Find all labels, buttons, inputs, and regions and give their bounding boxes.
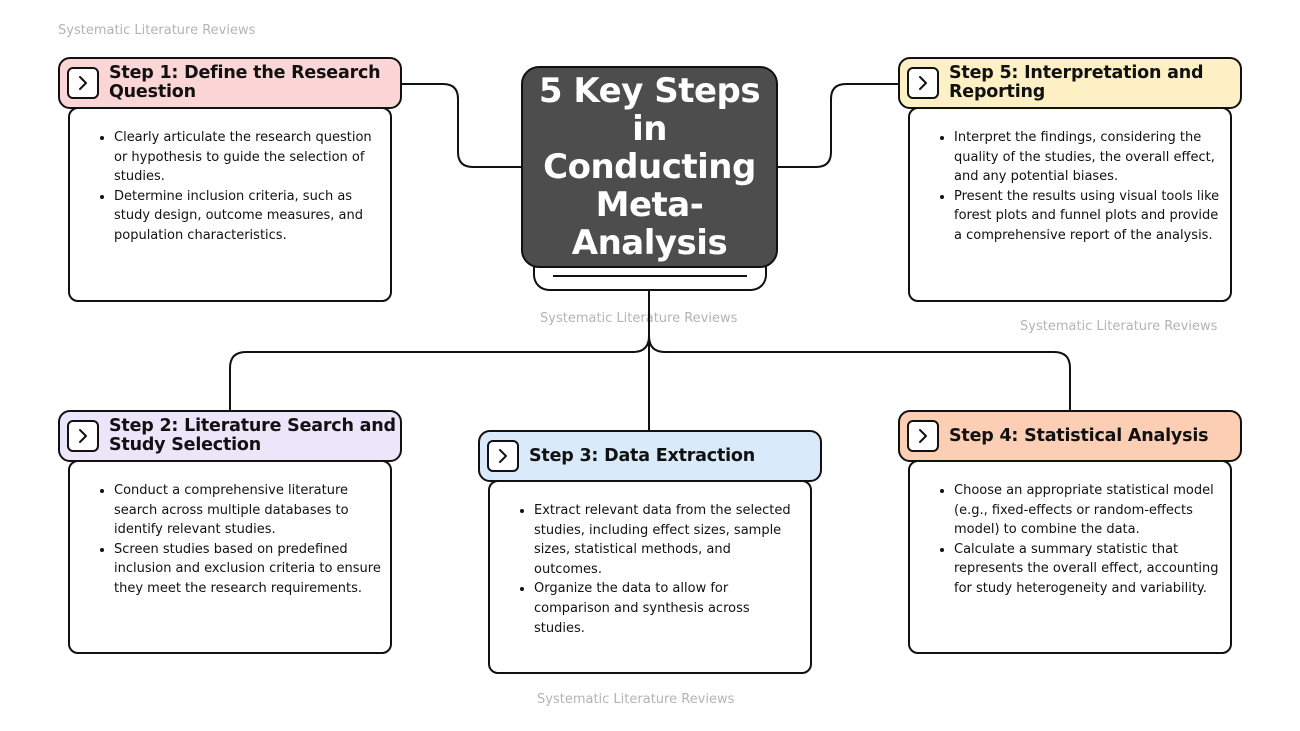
step-4-card: Step 4: Statistical Analysis Choose an a… <box>898 410 1242 654</box>
step-4-title: Step 4: Statistical Analysis <box>949 425 1209 446</box>
step-2-bullets: Conduct a comprehensive literature searc… <box>74 481 382 599</box>
step-2-bullet-1: Conduct a comprehensive literature searc… <box>114 481 382 540</box>
step-5-body: Interpret the findings, considering the … <box>908 107 1232 302</box>
watermark-top-left: Systematic Literature Reviews <box>58 23 256 38</box>
watermark-center: Systematic Literature Reviews <box>540 311 738 326</box>
step-3-title: Step 3: Data Extraction <box>529 445 755 466</box>
center-title-block: 5 Key Steps in Conducting Meta-Analysis <box>521 66 778 292</box>
step-1-card: Step 1: Define the Research Question Cle… <box>58 57 402 302</box>
step-3-body: Extract relevant data from the selected … <box>488 480 812 674</box>
step-4-header: Step 4: Statistical Analysis <box>898 410 1242 462</box>
step-4-bullet-2: Calculate a summary statistic that repre… <box>954 540 1222 599</box>
watermark-bottom: Systematic Literature Reviews <box>537 692 735 707</box>
step-3-header: Step 3: Data Extraction <box>478 430 822 482</box>
step-1-bullets: Clearly articulate the research question… <box>74 128 382 246</box>
chevron-right-icon <box>487 440 519 472</box>
chevron-right-icon <box>907 420 939 452</box>
chevron-right-icon <box>67 67 99 99</box>
step-1-header: Step 1: Define the Research Question <box>58 57 402 109</box>
connector-step1 <box>400 83 523 168</box>
step-5-bullet-2: Present the results using visual tools l… <box>954 187 1222 246</box>
connector-step5 <box>778 83 900 168</box>
connector-branch-left <box>229 335 650 412</box>
step-5-title: Step 5: Interpretation and Reporting <box>949 63 1204 102</box>
step-3-card: Step 3: Data Extraction Extract relevant… <box>478 430 822 674</box>
step-3-bullet-2: Organize the data to allow for compariso… <box>534 579 802 638</box>
step-2-body: Conduct a comprehensive literature searc… <box>68 460 392 654</box>
center-title: 5 Key Steps in Conducting Meta-Analysis <box>521 66 778 268</box>
step-1-bullet-1: Clearly articulate the research question… <box>114 128 382 187</box>
step-4-bullets: Choose an appropriate statistical model … <box>914 481 1222 599</box>
step-3-bullets: Extract relevant data from the selected … <box>494 501 802 638</box>
step-1-title: Step 1: Define the Research Question <box>109 63 381 102</box>
watermark-right: Systematic Literature Reviews <box>1020 319 1218 334</box>
step-4-bullet-1: Choose an appropriate statistical model … <box>954 481 1222 540</box>
center-title-line-3: Meta-Analysis <box>571 185 728 263</box>
step-2-bullet-2: Screen studies based on predefined inclu… <box>114 540 382 599</box>
step-3-bullet-1: Extract relevant data from the selected … <box>534 501 802 579</box>
chevron-right-icon <box>907 67 939 99</box>
step-2-header: Step 2: Literature Search and Study Sele… <box>58 410 402 462</box>
step-5-bullet-1: Interpret the findings, considering the … <box>954 128 1222 187</box>
step-1-body: Clearly articulate the research question… <box>68 107 392 302</box>
step-5-card: Step 5: Interpretation and Reporting Int… <box>898 57 1242 302</box>
center-base-line <box>553 275 747 277</box>
chevron-right-icon <box>67 420 99 452</box>
center-title-line-2: Conducting <box>543 147 756 187</box>
step-4-body: Choose an appropriate statistical model … <box>908 460 1232 654</box>
step-5-bullets: Interpret the findings, considering the … <box>914 128 1222 246</box>
step-5-header: Step 5: Interpretation and Reporting <box>898 57 1242 109</box>
step-1-bullet-2: Determine inclusion criteria, such as st… <box>114 187 382 246</box>
center-title-line-1: 5 Key Steps in <box>538 71 761 149</box>
step-2-title: Step 2: Literature Search and Study Sele… <box>109 416 396 455</box>
connector-branch-right <box>648 335 1071 412</box>
step-2-card: Step 2: Literature Search and Study Sele… <box>58 410 402 654</box>
